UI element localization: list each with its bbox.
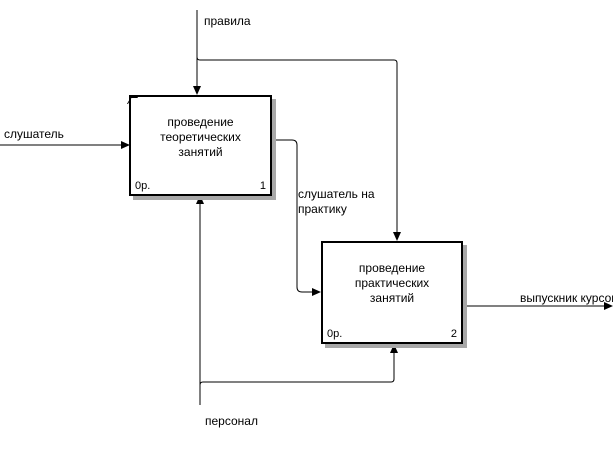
box-number: 1	[259, 180, 266, 192]
box-title-line: практических	[354, 276, 430, 290]
link-label-line: слушатель на	[298, 187, 375, 201]
box-title-line: теоретических	[160, 130, 241, 144]
box-cost: 0р.	[327, 328, 343, 340]
arrow-control-to-box2	[196, 52, 401, 241]
box-title-line: занятий	[369, 291, 415, 305]
corner-mark-icon	[126, 97, 138, 104]
activity-box-1[interactable]: проведение теоретических занятий 0р. 1	[126, 95, 272, 196]
box-title-line: проведение	[358, 261, 426, 275]
control-label: правила	[204, 14, 251, 28]
arrow-box1-to-box2	[272, 139, 321, 296]
activity-box-2[interactable]: проведение практических занятий 0р. 2	[321, 241, 463, 344]
link-label-line: практику	[298, 202, 347, 216]
box-number: 2	[450, 328, 457, 340]
box-title-line: занятий	[178, 145, 223, 159]
input-label: слушатель	[4, 127, 64, 141]
activity-box-1-title: проведение теоретических занятий	[131, 115, 270, 160]
output-label: выпускник курсов	[520, 291, 613, 305]
box-cost: 0р.	[135, 180, 151, 192]
box-title-line: проведение	[167, 115, 234, 129]
arrow-mechanism-to-box2	[199, 344, 398, 386]
activity-box-2-title: проведение практических занятий	[323, 261, 461, 306]
link-label: слушатель на практику	[298, 187, 375, 217]
mechanism-label: персонал	[205, 414, 258, 428]
